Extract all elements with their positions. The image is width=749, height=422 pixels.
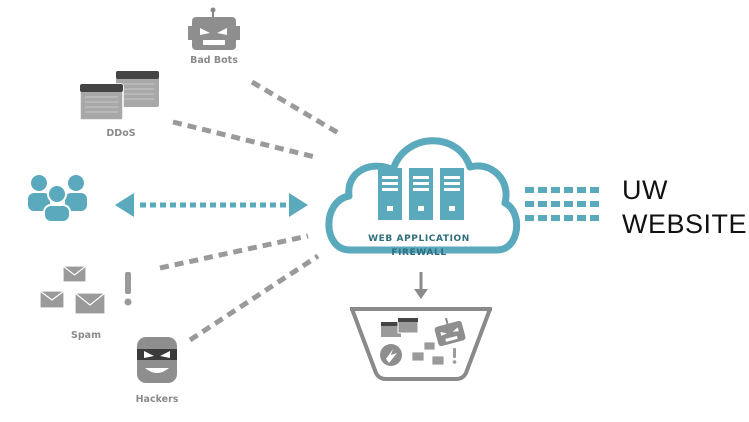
trash-basket-icon [350,307,492,381]
website-label-line1: UW [622,175,668,205]
robot-icon [188,7,240,50]
spam-label: Spam [71,330,101,341]
threat-lines [159,79,342,343]
hacker-icon [137,337,177,383]
double-arrow [115,193,308,217]
ddos-icon [79,71,159,121]
firewall-label-line1: WEB APPLICATION [368,234,470,244]
down-arrow-icon [414,272,428,299]
envelope-icon [74,292,106,315]
server-icons [378,168,464,220]
envelope-icon [62,265,87,283]
firewall-label-line2: FIREWALL [391,248,447,258]
traffic-blocks-icon [525,187,599,221]
server-icon [409,168,433,220]
server-icon [440,168,464,220]
ddos-label: DDoS [106,128,136,139]
envelope-icon [39,290,65,309]
ddos-line [172,119,316,160]
bad-bots-line [250,79,342,137]
bad-bots-label: Bad Bots [190,55,238,66]
exclamation-icon [124,272,132,306]
spam-icon [39,265,106,315]
server-icon [378,168,402,220]
hackers-label: Hackers [135,394,179,405]
users-icon [28,175,87,223]
spam-line [159,233,309,271]
website-label-line2: WEBSITE [622,209,748,239]
hackers-line [188,253,320,343]
